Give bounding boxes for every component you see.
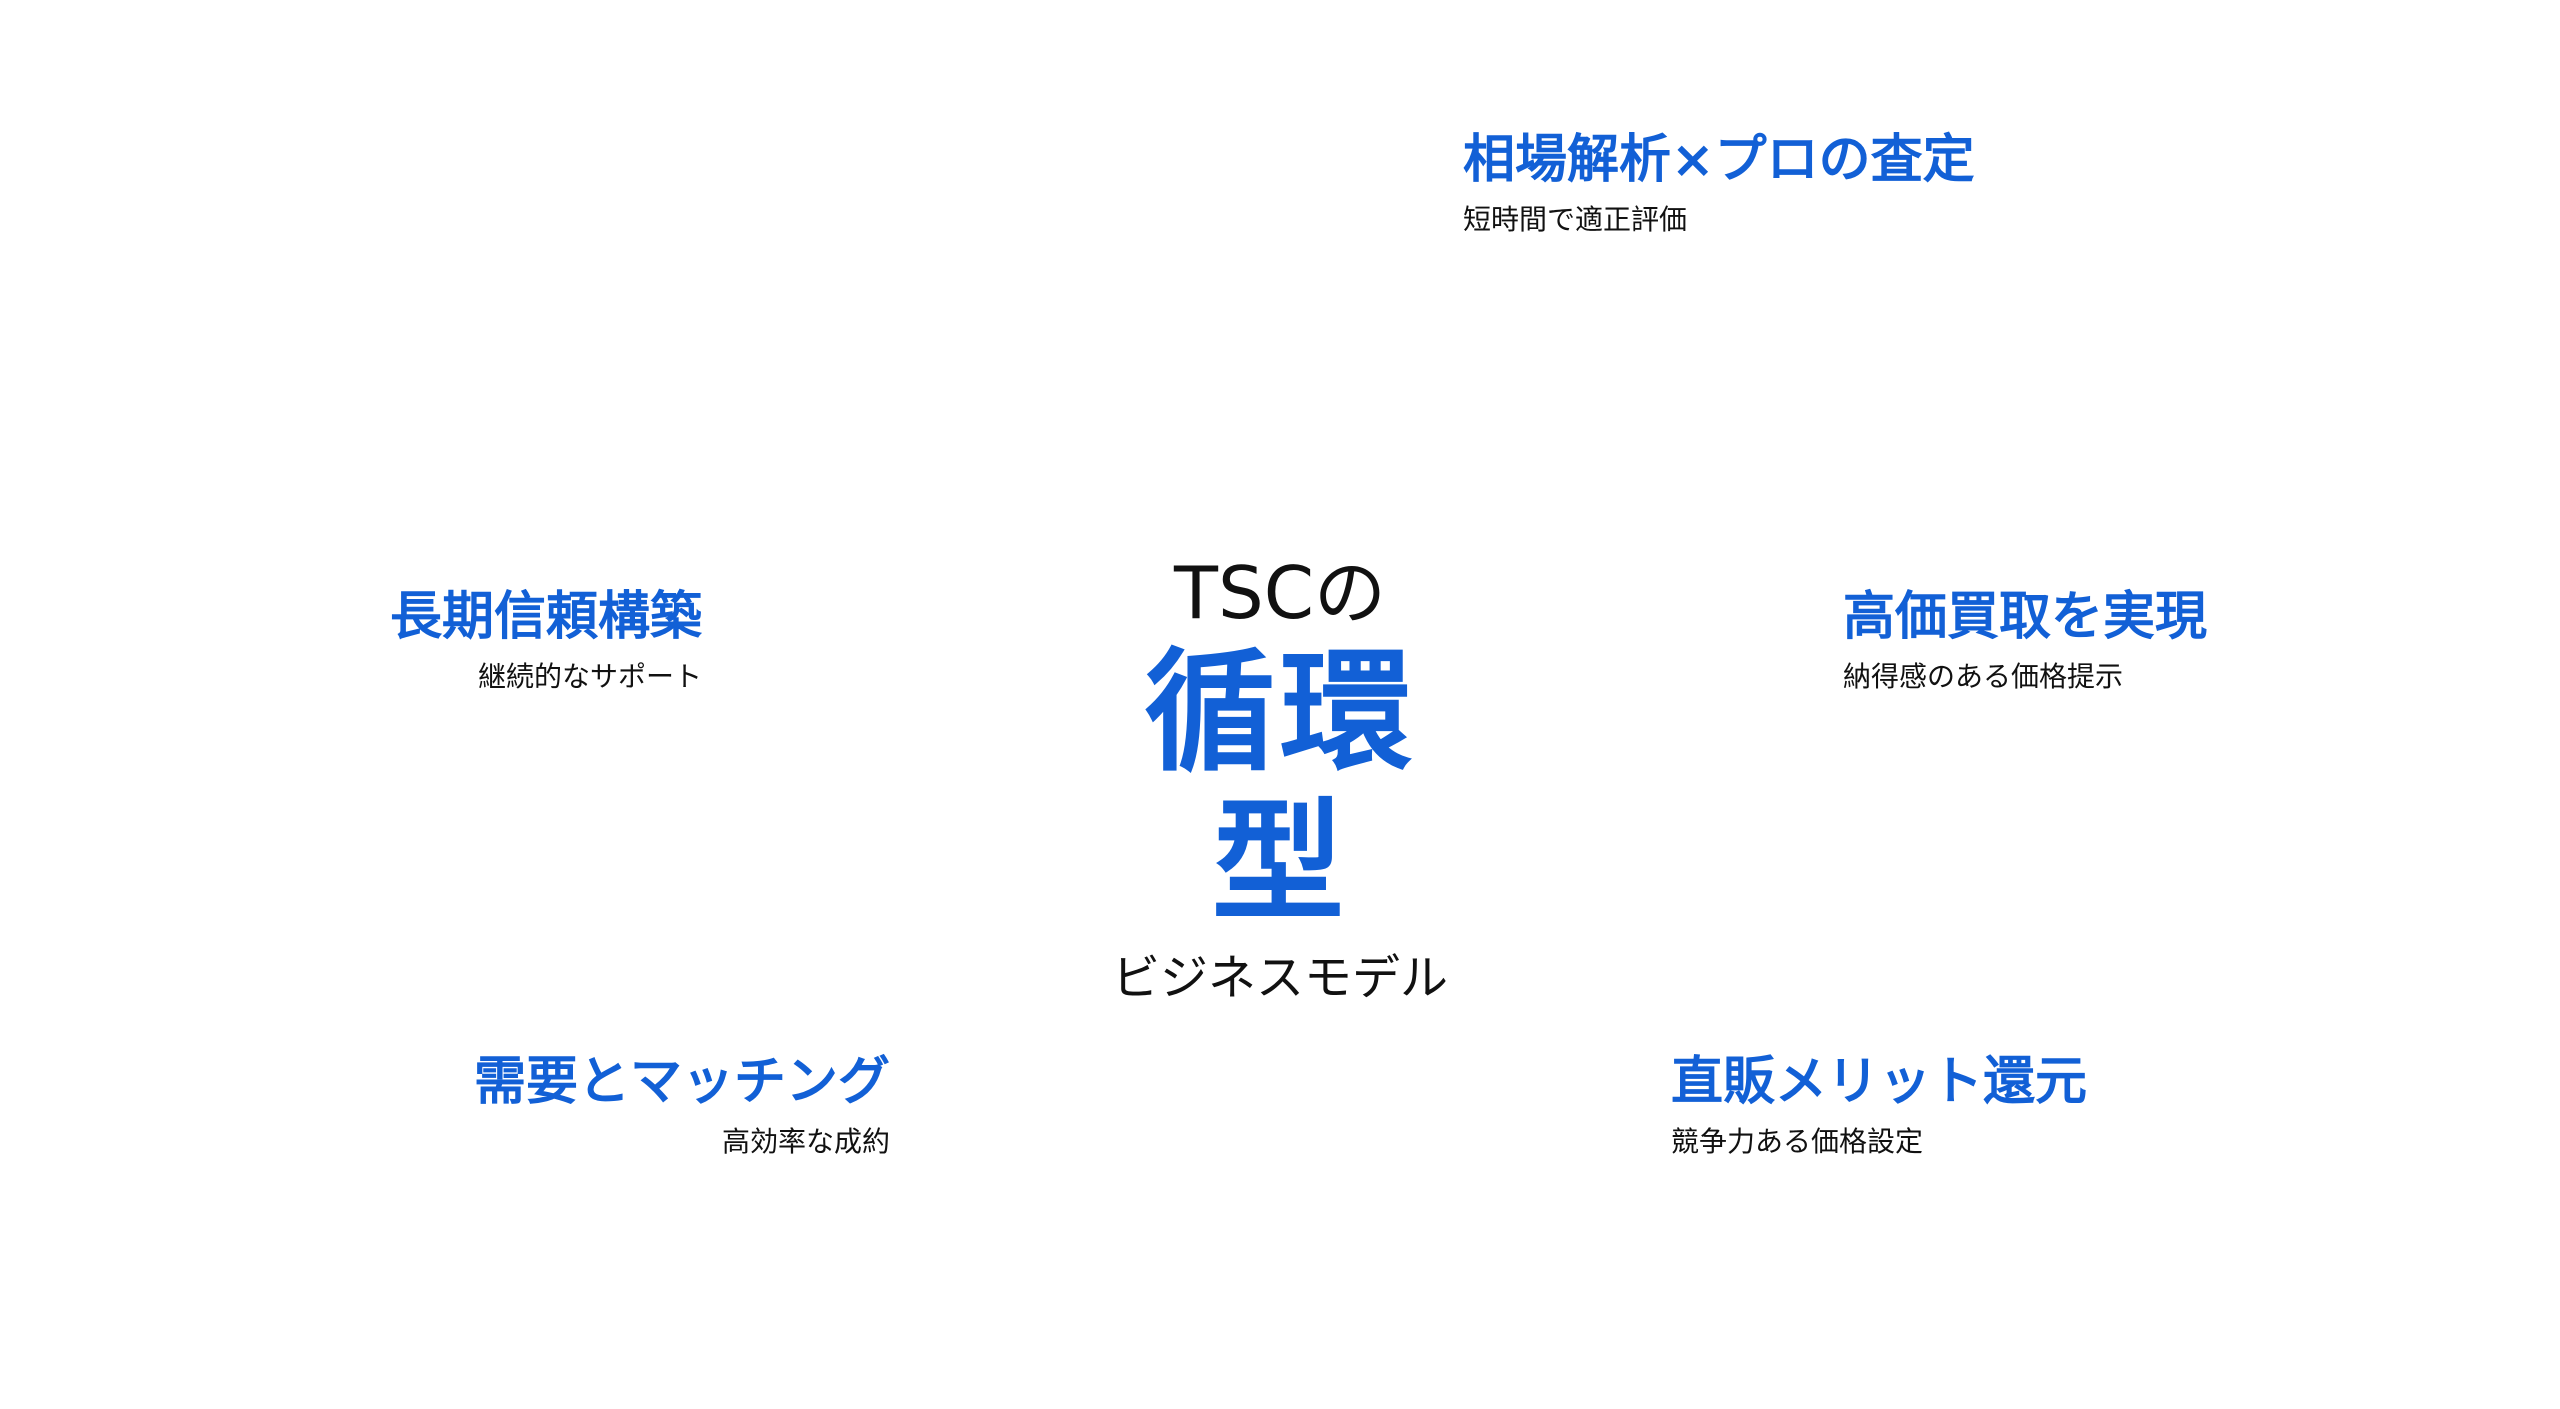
center-main-title: 循環型 [1144,636,1416,940]
cycle-node-top: 相場解析×プロの査定 短時間で適正評価 [1463,128,1975,238]
cycle-node-right: 高価買取を実現 納得感のある価格提示 [1843,585,2207,695]
node-subtitle: 高効率な成約 [721,1125,890,1158]
node-subtitle: 継続的なサポート [477,660,702,693]
center-suffix: ビジネスモデル [1111,950,1448,1006]
cycle-node-bottom-left: 需要とマッチング 高効率な成約 [474,1050,890,1160]
node-subtitle: 短時間で適正評価 [1463,203,1688,236]
cycle-node-bottom-right: 直販メリット還元 競争力ある価格設定 [1671,1050,2087,1160]
node-title: 長期信頼構築 [389,587,702,647]
center-label: TSCの 循環型 ビジネスモデル [1080,548,1480,1010]
center-prefix: TSCの [1174,551,1386,635]
cycle-node-left: 長期信頼構築 継続的なサポート [390,585,702,695]
node-title: 相場解析×プロの査定 [1463,130,1975,190]
node-subtitle: 競争力ある価格設定 [1671,1125,1924,1158]
node-title: 直販メリット還元 [1671,1052,2088,1112]
node-title: 需要とマッチング [473,1052,890,1112]
node-title: 高価買取を実現 [1843,587,2208,647]
node-subtitle: 納得感のある価格提示 [1843,660,2124,693]
